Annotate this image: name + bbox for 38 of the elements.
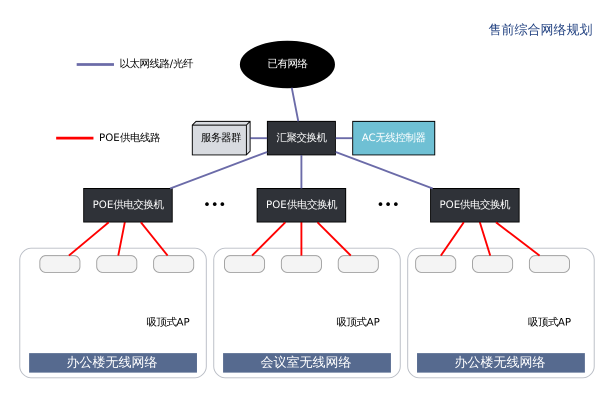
node-box [415,254,456,272]
node-box [338,254,379,272]
connector [300,154,302,188]
legend-label: 以太网线路/光纤 [120,58,194,70]
node-box [280,254,322,272]
connector [250,136,268,139]
label: ••• [203,197,226,212]
connector [478,222,492,256]
connector [300,222,302,256]
node-box: AC无线控制器 [352,120,436,155]
node-box [224,254,266,272]
node-box [528,254,570,272]
node-ellipse: 已有网络 [240,40,335,88]
node-box: POE供电交换机 [256,188,346,222]
connector [140,221,168,256]
connector [440,221,464,256]
label: ••• [376,197,400,212]
node-box: POE供电交换机 [83,188,173,222]
node-box [153,254,194,272]
connector [251,221,286,256]
legend-label: POE供电线路 [99,131,160,144]
label: 吸顶式AP [336,316,380,328]
connector [316,221,352,256]
node-box [472,254,514,272]
diagram-title: 售前综合网络规划 [488,22,593,38]
connector [335,150,434,189]
connector [170,150,268,189]
connector [117,222,126,256]
connector [336,136,352,139]
node-box [96,254,138,272]
connector [290,87,300,121]
connector [495,221,540,256]
connector [68,221,110,256]
label: 吸顶式AP [528,316,572,328]
label: 吸顶式AP [146,316,190,328]
node-box [39,254,80,272]
node-box: 汇聚交换机 [266,120,336,155]
node-box: POE供电交换机 [430,188,520,222]
